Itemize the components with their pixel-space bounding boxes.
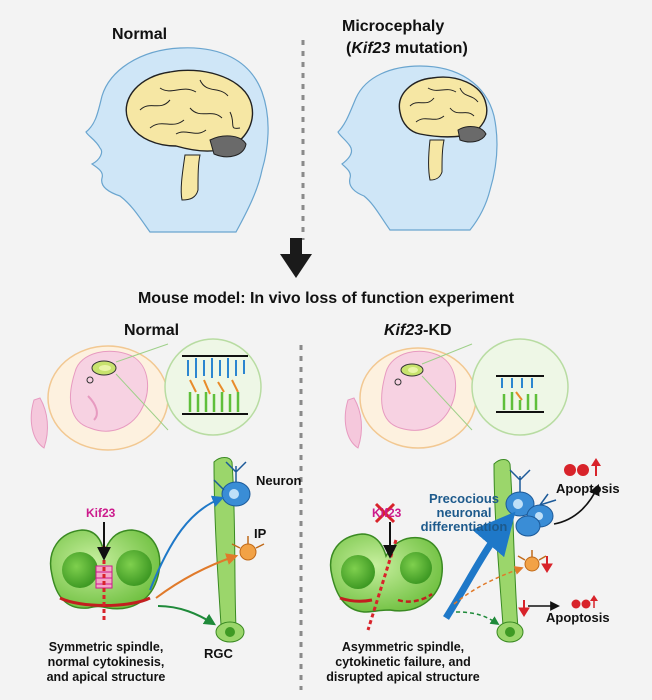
kd-zoom-circle: [471, 338, 569, 436]
kd-arrow-precocious: [443, 511, 516, 620]
left-panel-title: Normal: [124, 322, 180, 339]
normal-dividing-cell: [49, 529, 161, 620]
precocious-line2: neuronal: [436, 505, 492, 520]
normal-zoom-lines: [115, 343, 169, 431]
normal-ip-cell: [231, 536, 265, 561]
kif23-gene-italic: Kif23: [351, 40, 391, 57]
kd-neuron-cluster: [505, 469, 557, 537]
normal-arrow-rgc: [157, 605, 217, 626]
kd-title-suffix: -KD: [423, 322, 452, 339]
kd-dividing-cell: [329, 533, 443, 631]
normal-embryo: [30, 345, 169, 451]
normal-arrow-neuron: [149, 495, 225, 591]
normal-kif23-label: Kif23: [86, 506, 116, 520]
neuron-label: Neuron: [256, 473, 302, 488]
kd-rgc-fiber: [493, 459, 524, 643]
microcephaly-brain: [398, 76, 488, 181]
microcephaly-subtitle: (Kif23 mutation): [346, 40, 468, 57]
normal-caption: Symmetric spindle, normal cytokinesis, a…: [0, 640, 212, 685]
ip-label: IP: [254, 526, 267, 541]
kd-embryo: [344, 347, 477, 449]
rgc-label: RGC: [204, 646, 233, 661]
normal-zoom-circle: [164, 338, 262, 436]
kd-arrow-apoptosis-top: [553, 483, 600, 525]
kd-caption-line2: cytokinetic failure, and: [335, 655, 471, 669]
kd-decrease-arrows: [518, 556, 553, 617]
kd-title-gene: Kif23: [384, 322, 424, 339]
normal-caption-line3: and apical structure: [46, 670, 166, 684]
precocious-line1: Precocious: [428, 491, 500, 506]
normal-brain: [125, 69, 254, 201]
model-title: Mouse model: In vivo loss of function ex…: [137, 290, 515, 307]
normal-arrow-ip: [155, 553, 239, 599]
kd-kif23-label: Kif23: [372, 506, 402, 520]
normal-title: Normal: [112, 26, 168, 43]
apoptosis-icon-bottom: [571, 595, 598, 609]
apoptosis-icon-top: [564, 458, 601, 476]
precocious-line3: differentiation: [420, 519, 508, 534]
precocious-label: Precocious neuronal differentiation: [414, 492, 514, 534]
microcephaly-subtitle-rest: mutation): [390, 40, 468, 57]
apoptosis-top-label: Apoptosis: [556, 481, 620, 496]
microcephaly-title: Microcephaly: [342, 18, 445, 35]
kd-zoom-lines: [421, 343, 473, 431]
normal-caption-line1: Symmetric spindle,: [48, 640, 164, 654]
kd-arrow-ip: [453, 566, 524, 605]
kd-arrow-rgc: [455, 611, 500, 625]
normal-neuron: [213, 461, 251, 507]
apoptosis-bottom-label: Apoptosis: [546, 610, 610, 625]
kd-kif23-cross: [374, 502, 396, 524]
kd-caption-line1: Asymmetric spindle,: [341, 640, 465, 654]
kd-caption: Asymmetric spindle, cytokinetic failure,…: [296, 640, 510, 685]
kd-ip-cell: [517, 550, 547, 572]
down-arrow: [280, 238, 312, 278]
kd-caption-line3: disrupted apical structure: [326, 670, 480, 684]
right-panel-title: Kif23-KD: [384, 322, 452, 340]
normal-caption-line2: normal cytokinesis,: [47, 655, 165, 669]
